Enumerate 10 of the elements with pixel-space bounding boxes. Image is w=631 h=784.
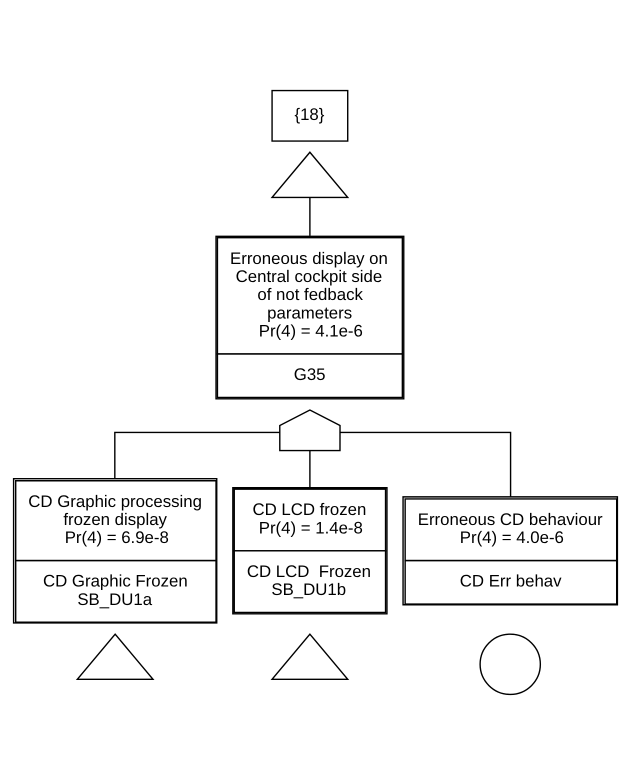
- connector: [340, 431, 512, 496]
- node-gate: [279, 408, 341, 451]
- node-circle: [479, 632, 542, 695]
- node-triangle: [76, 632, 154, 680]
- node-triangle: [270, 632, 350, 680]
- connector: [309, 450, 311, 487]
- connector: [114, 431, 280, 478]
- node-box: {18}: [271, 89, 348, 142]
- connector: [309, 197, 311, 236]
- node-triangle: [270, 150, 350, 198]
